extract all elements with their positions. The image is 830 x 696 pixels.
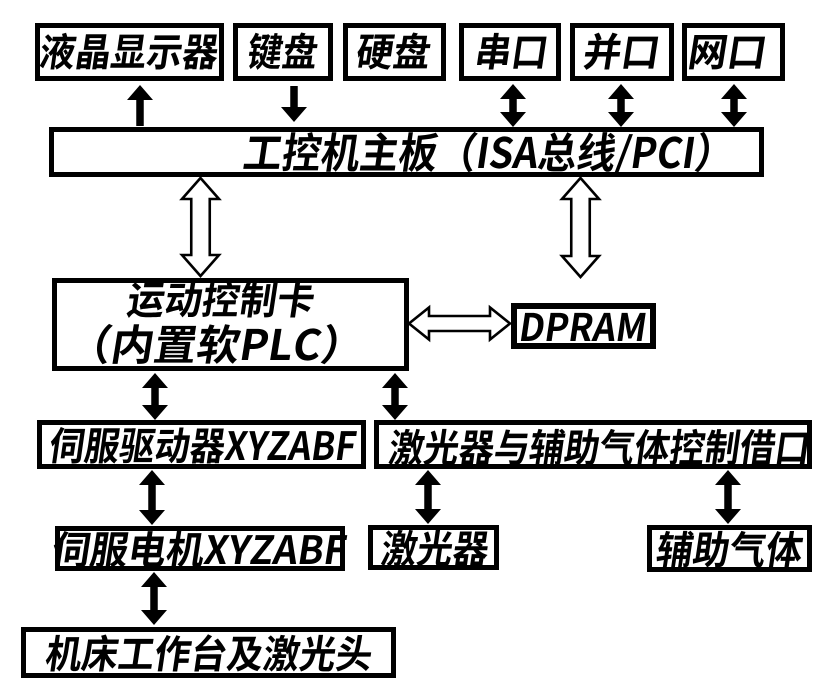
node-serial-port: 串口: [459, 22, 561, 81]
node-dpram: DPRAM: [511, 297, 656, 352]
node-aux-gas: 辅助气体: [647, 520, 812, 576]
node-servo-motor: 伺服电机XYZABF: [49, 520, 351, 576]
node-laser-gas-interface: 激光器与辅助气体控制借口: [374, 418, 814, 474]
arrow-laserinterface-laser: [415, 470, 441, 524]
arrow-motioncard-servodriver: [142, 373, 168, 420]
node-parallel-port: 并口: [570, 22, 674, 81]
arrow-networkport-mainboard: [721, 84, 747, 127]
node-network-port: 网口: [682, 22, 785, 81]
arrow-mainboard-dpram: [559, 176, 602, 279]
arrow-parallelport-mainboard: [608, 84, 634, 127]
arrow-servomotor-worktable: [141, 572, 167, 625]
node-keyboard: 键盘: [233, 22, 333, 81]
node-mainboard: 工控机主板（ISA总线/PCI）: [49, 120, 764, 181]
node-harddisk: 硬盘: [343, 22, 446, 81]
arrow-serialport-mainboard: [500, 84, 526, 127]
arrow-motioncard-dpram: [406, 304, 513, 343]
node-laser: 激光器: [368, 519, 499, 575]
node-lcd: 液晶显示器: [35, 22, 224, 81]
arrow-keyboard-mainboard: [281, 86, 307, 122]
arrow-laserinterface-auxgas: [715, 470, 741, 524]
arrow-servodriver-servomotor: [139, 470, 165, 525]
arrow-mainboard-motioncard: [179, 176, 222, 278]
arrow-motioncard-laserinterface: [382, 373, 408, 420]
node-motion-card: 运动控制卡（内置软PLC）: [52, 270, 409, 373]
arrow-mainboard-lcd: [127, 85, 153, 126]
node-worktable: 机床工作台及激光头: [21, 624, 396, 680]
node-servo-driver: 伺服驱动器XYZABF: [37, 416, 366, 472]
